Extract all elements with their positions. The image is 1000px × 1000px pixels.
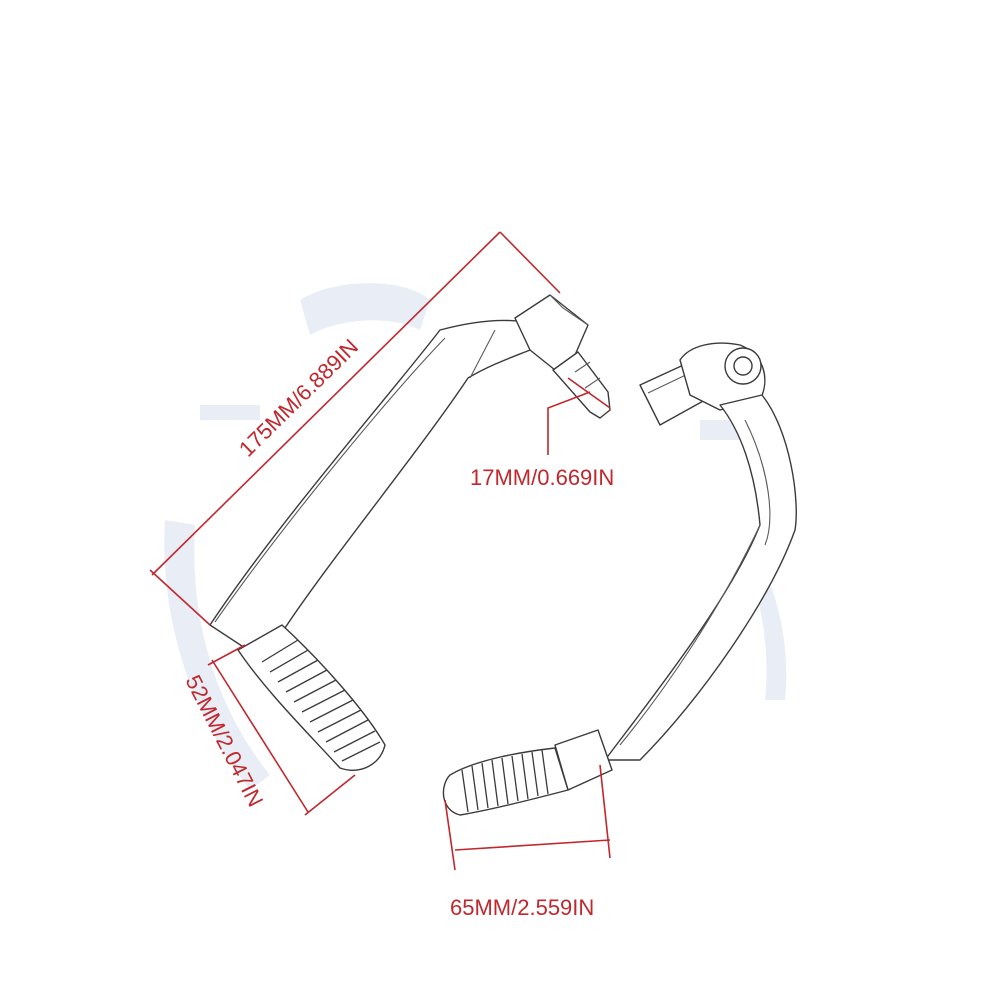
label-grip-length: 52MM/2.047IN	[181, 671, 269, 811]
left-lever-guard	[209, 294, 611, 771]
left-grip-ribs	[261, 639, 381, 762]
left-grip	[237, 624, 386, 771]
label-overall-length: 175MM/6.889IN	[234, 334, 363, 462]
right-mount-bolt	[733, 356, 753, 376]
dimension-mount-diameter: 17MM/0.669IN	[470, 377, 614, 490]
right-lever-guard	[442, 342, 797, 816]
right-grip-ribs	[461, 749, 549, 813]
right-guard-arm	[604, 394, 797, 761]
dimension-grip-width: 65MM/2.559IN	[444, 764, 611, 920]
label-grip-width: 65MM/2.559IN	[450, 895, 594, 920]
label-mount-diameter: 17MM/0.669IN	[470, 465, 614, 490]
left-mount-spindle	[552, 351, 611, 419]
